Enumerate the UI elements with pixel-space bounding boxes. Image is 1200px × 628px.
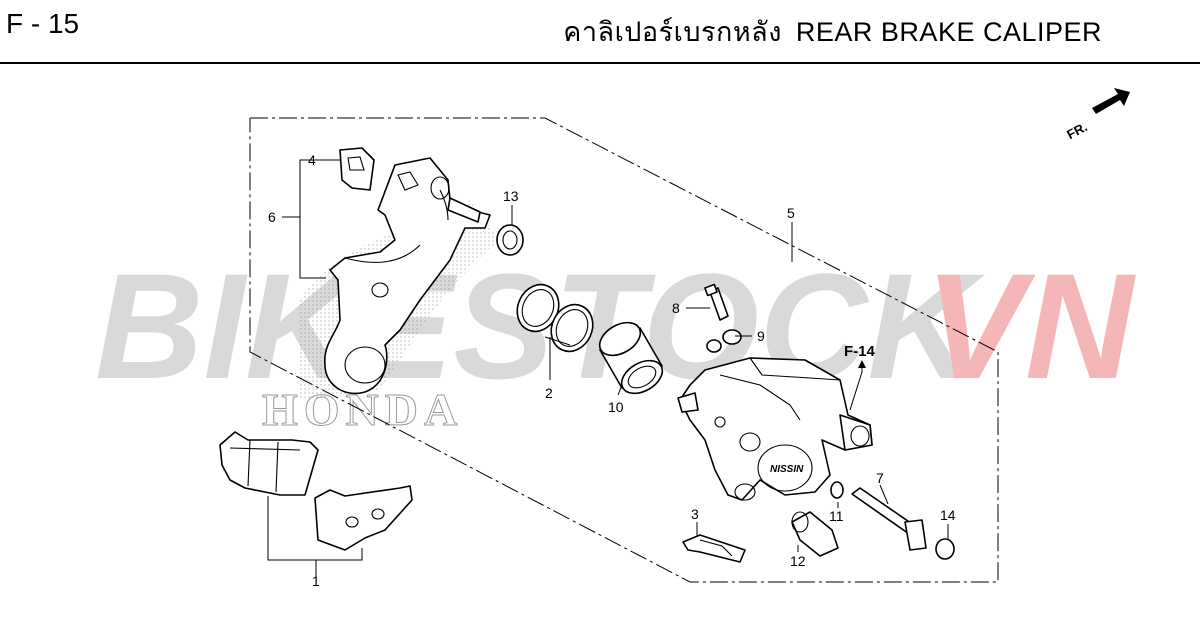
bleeder-valve	[704, 283, 729, 321]
fr-direction-icon: FR.	[1064, 88, 1130, 142]
slide-pin	[791, 511, 839, 557]
callout-5: 5	[787, 205, 795, 221]
piston	[598, 321, 664, 395]
page-code: F - 15	[6, 8, 80, 39]
title-thai: คาลิเปอร์เบรกหลัง	[563, 17, 782, 47]
callout-4: 4	[308, 152, 316, 168]
caliper-brand: NISSIN	[770, 464, 804, 475]
o-ring	[830, 481, 844, 499]
callout-3: 3	[691, 506, 699, 522]
watermark: BIKESTOCK VN HONDA	[95, 242, 1136, 436]
header-divider	[0, 62, 1200, 64]
page-title: คาลิเปอร์เบรกหลัง REAR BRAKE CALIPER	[563, 10, 1102, 53]
piston-seals	[516, 283, 594, 353]
callout-2: 2	[545, 385, 553, 401]
callout-1: 1	[312, 573, 320, 589]
callout-6: 6	[268, 209, 276, 225]
callout-12: 12	[790, 553, 806, 569]
leader-lines	[267, 159, 949, 578]
caliper-body: NISSIN	[677, 357, 873, 501]
callout-14: 14	[940, 507, 956, 523]
pin-plug	[935, 538, 955, 560]
callout-10: 10	[608, 399, 624, 415]
boot	[496, 224, 524, 256]
pad-spring	[339, 147, 375, 191]
caliper-bracket	[324, 157, 491, 395]
callout-9: 9	[757, 328, 765, 344]
title-english: REAR BRAKE CALIPER	[795, 17, 1102, 47]
bleeder-cap	[706, 329, 742, 353]
callout-13: 13	[503, 188, 519, 204]
pad-retainer	[682, 534, 746, 563]
brake-pads	[219, 431, 413, 551]
reference-f14: F-14	[844, 343, 876, 360]
fr-label: FR.	[1064, 119, 1090, 142]
assembly-outline	[249, 117, 999, 583]
callout-8: 8	[672, 300, 680, 316]
watermark-accent: VN	[925, 242, 1136, 410]
callout-7: 7	[876, 470, 884, 486]
callout-11: 11	[829, 508, 844, 524]
pin-bolt	[851, 487, 927, 551]
